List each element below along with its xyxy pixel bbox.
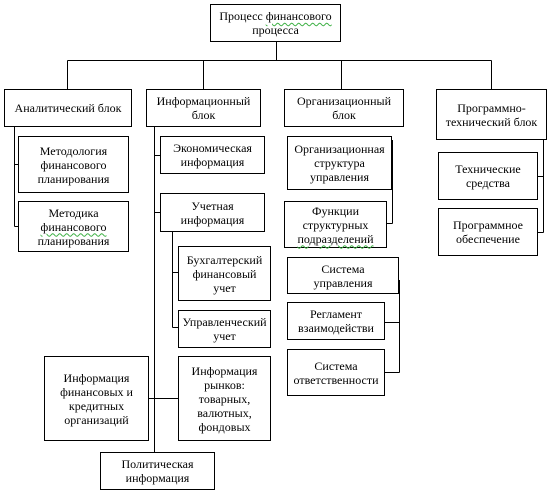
software-item-software: Программное обеспечение — [438, 208, 538, 256]
organizational-block-label: Организационный блок — [297, 94, 391, 122]
info-item-accounting: Учетная информация — [160, 193, 265, 232]
org-item-regulation: Регламент взаимодействи — [287, 302, 385, 340]
root-title: Процесс финансового процесса — [219, 9, 332, 37]
software-block: Программно-технический блок — [436, 89, 547, 140]
info-item-financial-organizations: Информация финансовых и кредитных органи… — [44, 356, 149, 441]
analytic-block-label: Аналитический блок — [14, 101, 122, 115]
info-item-economic: Экономическая информация — [160, 136, 265, 174]
org-item-functions: Функции структурных подразделений — [284, 201, 387, 248]
org-item-management-system: Система управления — [287, 257, 399, 294]
analytic-item-method: Методика финансового планирования — [18, 201, 129, 252]
info-item-political: Политическая информация — [100, 452, 215, 490]
analytic-block: Аналитический блок — [4, 89, 132, 127]
info-item-management-accounting: Управленческий учет — [178, 310, 271, 348]
org-item-responsibility: Система ответственности — [287, 349, 385, 396]
org-item-structure: Организационная структура управления — [287, 136, 392, 190]
information-block: Информационный блок — [146, 89, 261, 127]
information-block-label: Информационный блок — [156, 94, 251, 122]
software-block-label: Программно-технический блок — [445, 100, 538, 129]
root-box: Процесс финансового процесса — [210, 4, 341, 42]
analytic-item-methodology: Методология финансового планирования — [18, 136, 129, 193]
software-item-hardware: Технические средства — [438, 152, 538, 200]
organizational-block: Организационный блок — [284, 89, 404, 127]
info-item-markets: Информация рынков: товарных, валютных, ф… — [178, 356, 271, 441]
info-item-financial-accounting: Бухгалтерский финансовый учет — [178, 246, 271, 301]
